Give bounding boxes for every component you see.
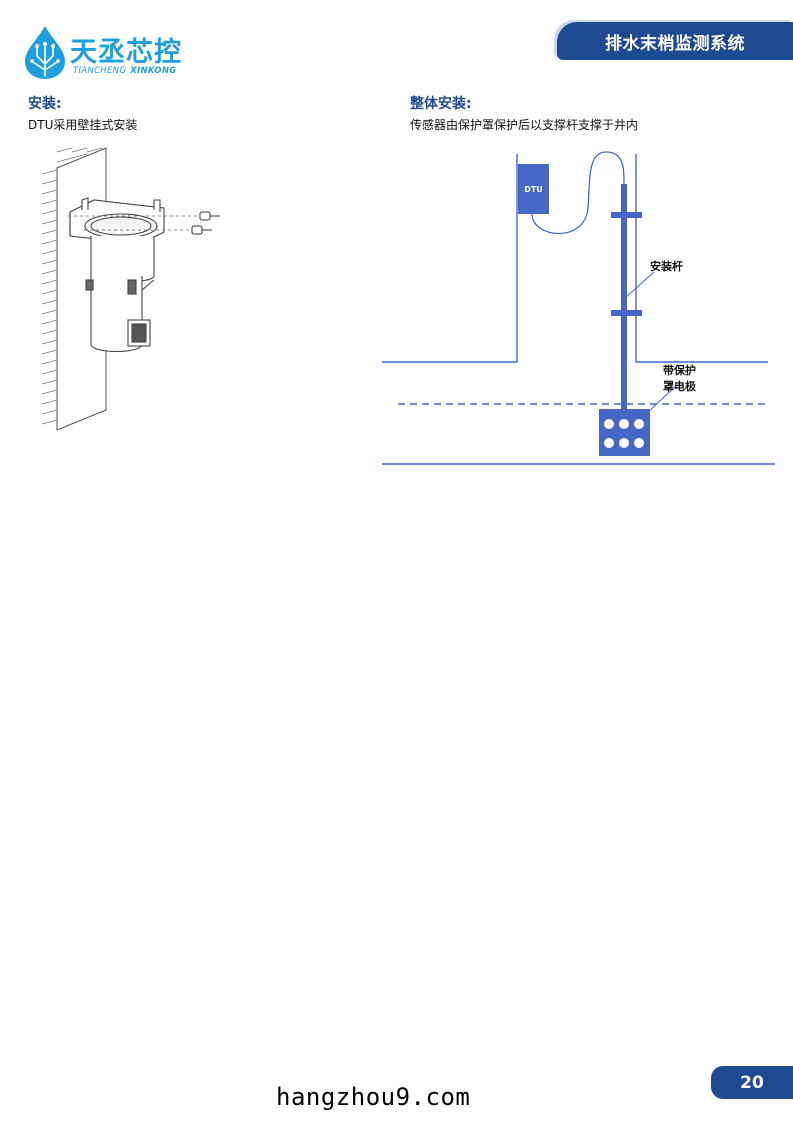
pole-leader-line <box>624 271 655 299</box>
electrode-leader-line <box>647 385 677 413</box>
dtu-label: DTU <box>524 185 543 194</box>
overall-installation-diagram: DTU 安装杆 带保护 罩电极 <box>382 151 775 465</box>
right-section-text: 传感器由保护罩保护后以支撑杆支撑于井内 <box>410 118 639 132</box>
electrode-holes <box>604 419 644 448</box>
logo-chinese-name: 天丞芯控 <box>70 37 182 68</box>
logo-en-word-2: XINKONG <box>130 66 177 76</box>
protected-electrode-box <box>599 409 650 456</box>
left-section-heading: 安装: <box>28 96 62 112</box>
pole-clamp-bottom <box>611 310 642 316</box>
well-wall-right <box>635 154 768 363</box>
electrode-label-line-2: 罩电极 <box>663 379 697 393</box>
page-number: 20 <box>711 1066 793 1099</box>
pole-label: 安装杆 <box>650 259 683 273</box>
right-section-heading: 整体安装: <box>410 96 472 112</box>
water-drop-circuit-icon <box>25 26 65 79</box>
document-title-bar: 排水末梢监测系统 <box>557 22 793 60</box>
left-section-text: DTU采用壁挂式安装 <box>28 118 138 132</box>
electrode-label-line-1: 带保护 <box>663 363 696 377</box>
dtu-box <box>518 164 549 214</box>
logo-en-word-1: TIANCHENG <box>73 66 127 76</box>
pole-clamp-top <box>611 212 642 218</box>
watermark-text: hangzhou9.com <box>276 1083 471 1111</box>
sensor-cable <box>531 151 625 234</box>
well-wall-left <box>382 154 518 363</box>
support-pole <box>621 184 627 410</box>
wall-mount-illustration <box>41 147 220 431</box>
